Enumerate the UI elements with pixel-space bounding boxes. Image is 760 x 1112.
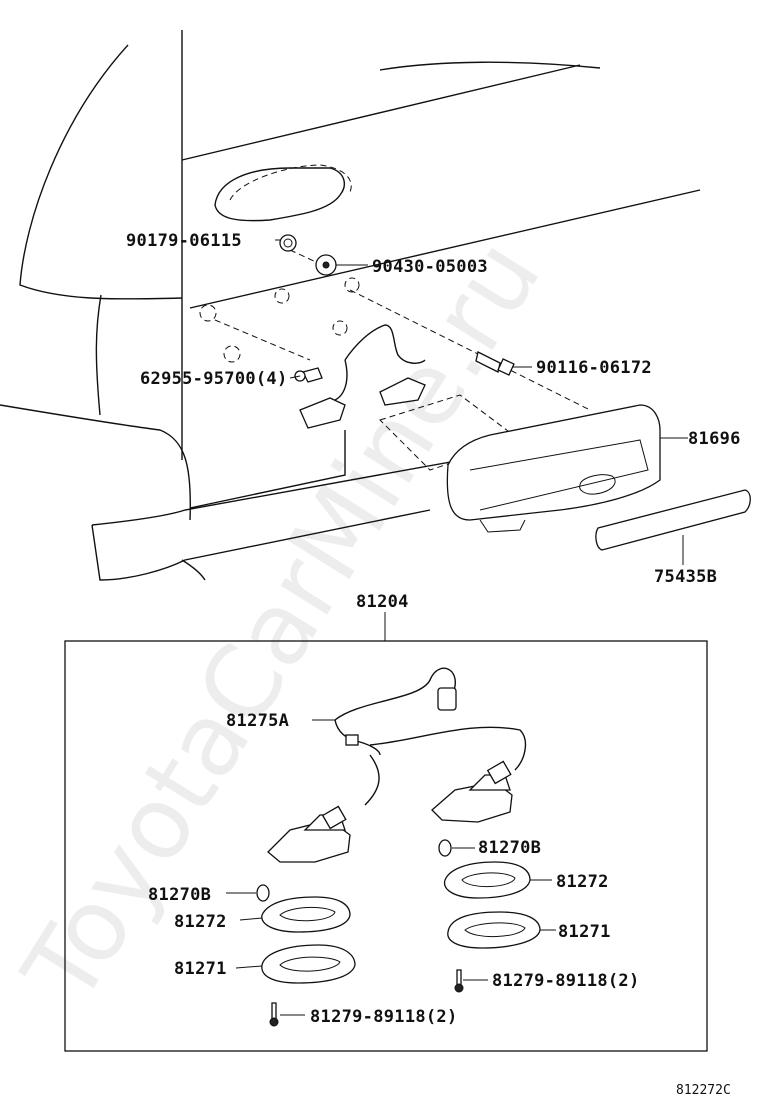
label-90116-06172: 90116-06172 (536, 358, 652, 378)
screw-81279-right (454, 969, 488, 993)
bulb-81270B-left (226, 884, 270, 902)
label-81279-89118-right: 81279-89118(2) (492, 971, 640, 991)
label-81271-right: 81271 (558, 922, 611, 942)
label-81275A: 81275A (226, 711, 289, 731)
label-90430-05003: 90430-05003 (372, 257, 488, 277)
label-81204: 81204 (356, 592, 409, 612)
bolt-90116 (475, 351, 515, 376)
label-62955-95700: 62955-95700(4) (140, 369, 288, 389)
lens-81271-right (447, 911, 556, 949)
label-81271-left: 81271 (174, 959, 227, 979)
label-81279-89118-left: 81279-89118(2) (310, 1007, 458, 1027)
clip-62955 (294, 367, 323, 383)
diagram-code: 812272C (676, 1083, 731, 1098)
garnish-81696 (446, 404, 688, 533)
lens-81271-left (235, 944, 356, 984)
label-75435B: 75435B (654, 567, 717, 587)
label-90179-06115: 90179-06115 (126, 231, 242, 251)
gasket-81272-right (443, 861, 552, 899)
wire-harness-81275A (267, 667, 527, 863)
upper-harness (299, 324, 426, 429)
assembly-kit-box (64, 640, 708, 1052)
screw-81279-left (269, 1002, 305, 1027)
nut-90179 (279, 234, 297, 252)
washer-90430 (315, 254, 337, 276)
protector-75435 (595, 489, 751, 565)
bulb-81270B-right (438, 839, 475, 857)
vehicle-body (0, 30, 701, 581)
label-81270B-left: 81270B (148, 885, 211, 905)
label-81696: 81696 (688, 429, 741, 449)
gasket-81272-left (239, 896, 351, 933)
label-81272-right: 81272 (556, 872, 609, 892)
label-81272-left: 81272 (174, 912, 227, 932)
label-81270B-right: 81270B (478, 838, 541, 858)
